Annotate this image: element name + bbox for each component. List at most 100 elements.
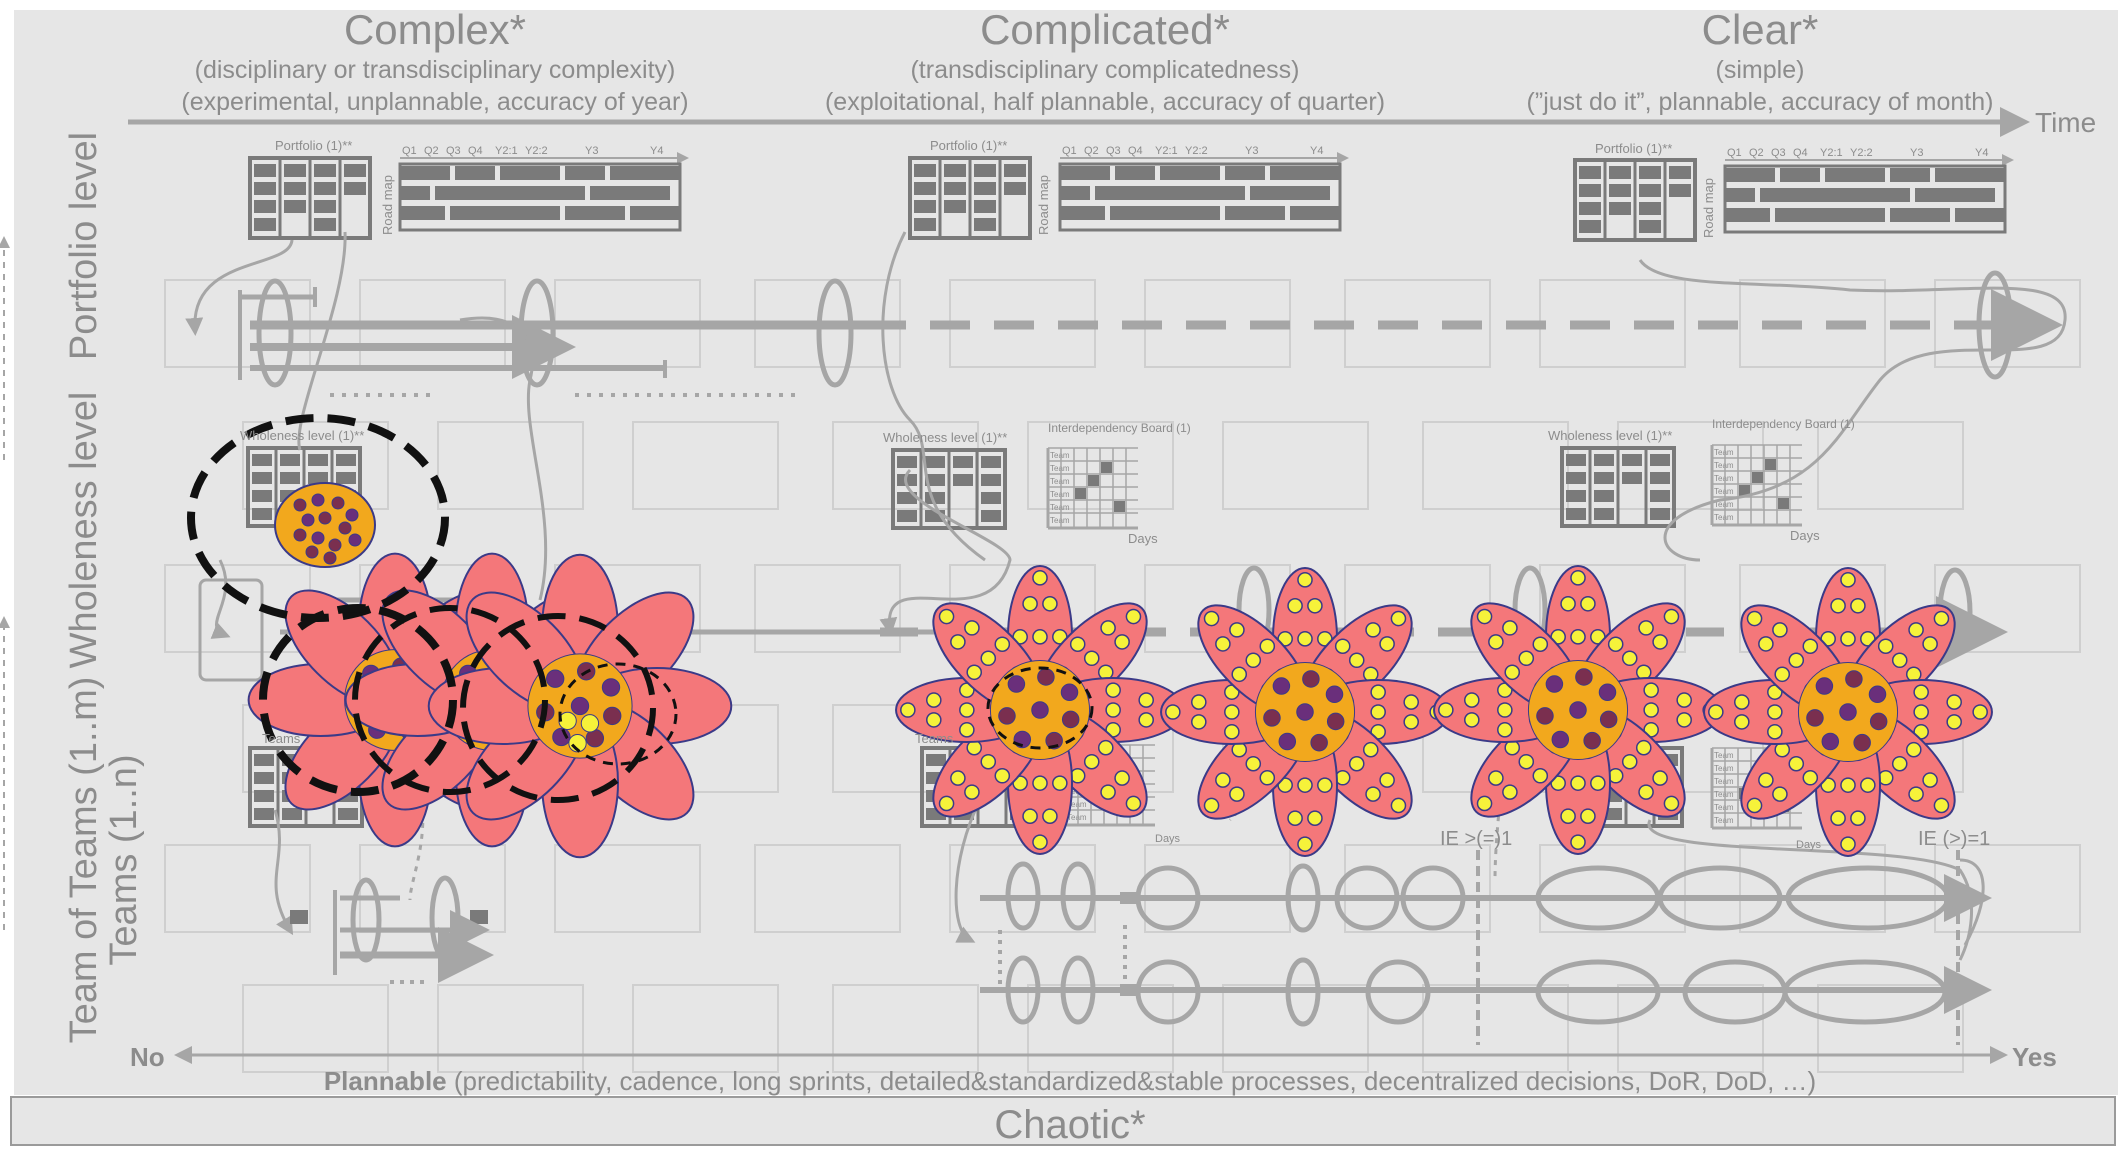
core-dot	[312, 532, 324, 544]
roadmap-tick: Q3	[446, 145, 461, 157]
petal-dot	[960, 703, 974, 717]
kanban-card	[308, 454, 328, 466]
petal-dot	[1644, 683, 1658, 697]
roadmap-bar	[565, 166, 605, 180]
kanban-card	[314, 182, 336, 195]
center-dot	[1584, 732, 1601, 749]
core-dot	[329, 539, 341, 551]
center-dot	[1807, 710, 1824, 727]
petal-dot	[1139, 713, 1153, 727]
petal-dot	[1947, 695, 1961, 709]
kanban-card	[252, 472, 272, 484]
roadmap-tick: Q2	[1084, 145, 1099, 157]
petal-dot	[1831, 599, 1845, 613]
board-row-label: Team	[1714, 751, 1734, 760]
roadmap-bar	[1955, 208, 2005, 222]
level-label-wholeness: Wholeness level	[63, 392, 105, 669]
roadmap-bar	[1890, 208, 1950, 222]
kanban-card	[1579, 220, 1601, 233]
center-dot	[1038, 669, 1055, 686]
roadmap-tick: Y2:2	[1850, 147, 1873, 159]
kanban-card	[314, 218, 336, 231]
kanban-card	[314, 200, 336, 213]
column-detail-complicated: (exploitational, half plannable, accurac…	[825, 88, 1385, 116]
petal-dot	[1841, 778, 1855, 792]
ie-label-mid: IE >(=)1	[1440, 828, 1512, 850]
kanban-card	[284, 182, 306, 195]
axis-label-yes: Yes	[2012, 1042, 2057, 1072]
center-dot	[1062, 711, 1079, 728]
board-row-label: Team	[1050, 451, 1070, 460]
petal-dot	[1023, 809, 1037, 823]
roadmap-bar	[1725, 168, 1775, 182]
petal-dot	[1581, 809, 1595, 823]
roadmap-bar	[630, 206, 680, 220]
kanban-card	[953, 474, 973, 486]
roadmap-bar	[1890, 168, 1930, 182]
kanban-card	[1609, 202, 1631, 215]
board-row-label: Team	[1050, 464, 1070, 473]
petal-dot	[1768, 725, 1782, 739]
kanban-card	[981, 492, 1001, 504]
interdependency-label-2: Interdependency Board (1)	[1048, 421, 1191, 435]
roadmap-bar	[400, 186, 430, 200]
petal-dot	[1947, 715, 1961, 729]
roadmap-tick: Y2:1	[1155, 145, 1178, 157]
kanban-card	[914, 218, 936, 231]
kanban-card	[944, 164, 966, 177]
kanban-card	[344, 164, 366, 177]
column-title-complicated: Complicated*	[980, 6, 1230, 53]
core-dot	[324, 552, 336, 564]
kanban-card	[974, 164, 996, 177]
roadmap-bar	[590, 186, 670, 200]
roadmap-tick: Q4	[468, 145, 483, 157]
kanban-card	[974, 200, 996, 213]
board-row-label: Team	[1050, 503, 1070, 512]
center-dot	[1537, 708, 1554, 725]
kanban-card	[284, 200, 306, 213]
core-dot	[339, 522, 351, 534]
roadmap-bar	[1780, 168, 1820, 182]
board-marker	[1114, 501, 1125, 512]
kanban-card	[1639, 184, 1661, 197]
petal-dot	[1308, 811, 1322, 825]
kanban-card	[1639, 220, 1661, 233]
roadmap-bar	[1270, 166, 1340, 180]
roadmap-bar	[1760, 188, 1910, 202]
petal-dot	[1043, 597, 1057, 611]
team-flower	[1434, 566, 1722, 854]
board-marker	[1075, 488, 1086, 499]
center-dot	[1032, 702, 1049, 719]
kanban-card	[1650, 490, 1670, 502]
petal-dot	[1298, 632, 1312, 646]
column-detail-clear: (”just do it”, plannable, accuracy of mo…	[1527, 88, 1994, 116]
roadmap-tick: Y3	[1245, 145, 1258, 157]
core-dot	[349, 534, 361, 546]
roadmap-bar	[1725, 208, 1770, 222]
roadmap-bar	[1915, 188, 1995, 202]
kanban-card	[1594, 454, 1614, 466]
roadmap-bar	[1825, 168, 1885, 182]
kanban-card	[1004, 164, 1026, 177]
team-flower	[1161, 568, 1449, 856]
petal-dot	[1768, 705, 1782, 719]
center-dot	[1311, 734, 1328, 751]
board-marker	[1101, 462, 1112, 473]
plannable-caption-rest: (predictability, cadence, long sprints, …	[447, 1066, 1817, 1096]
kanban-card	[280, 454, 300, 466]
kanban-card	[1650, 472, 1670, 484]
roadmap-tick: Q4	[1793, 147, 1808, 159]
board-row-label: Team	[1714, 777, 1734, 786]
center-dot	[547, 670, 564, 687]
kanban-card	[1566, 508, 1586, 520]
petal-dot	[1571, 835, 1585, 849]
kanban-card	[1622, 472, 1642, 484]
petal-dot	[1371, 705, 1385, 719]
roadmap-tick: Q1	[402, 145, 417, 157]
kanban-card	[944, 182, 966, 195]
roadmap-bar	[400, 206, 445, 220]
center-dot	[1303, 671, 1320, 688]
center-dot	[1264, 710, 1281, 727]
kanban-card	[1594, 472, 1614, 484]
roadmap-bar	[1110, 206, 1220, 220]
